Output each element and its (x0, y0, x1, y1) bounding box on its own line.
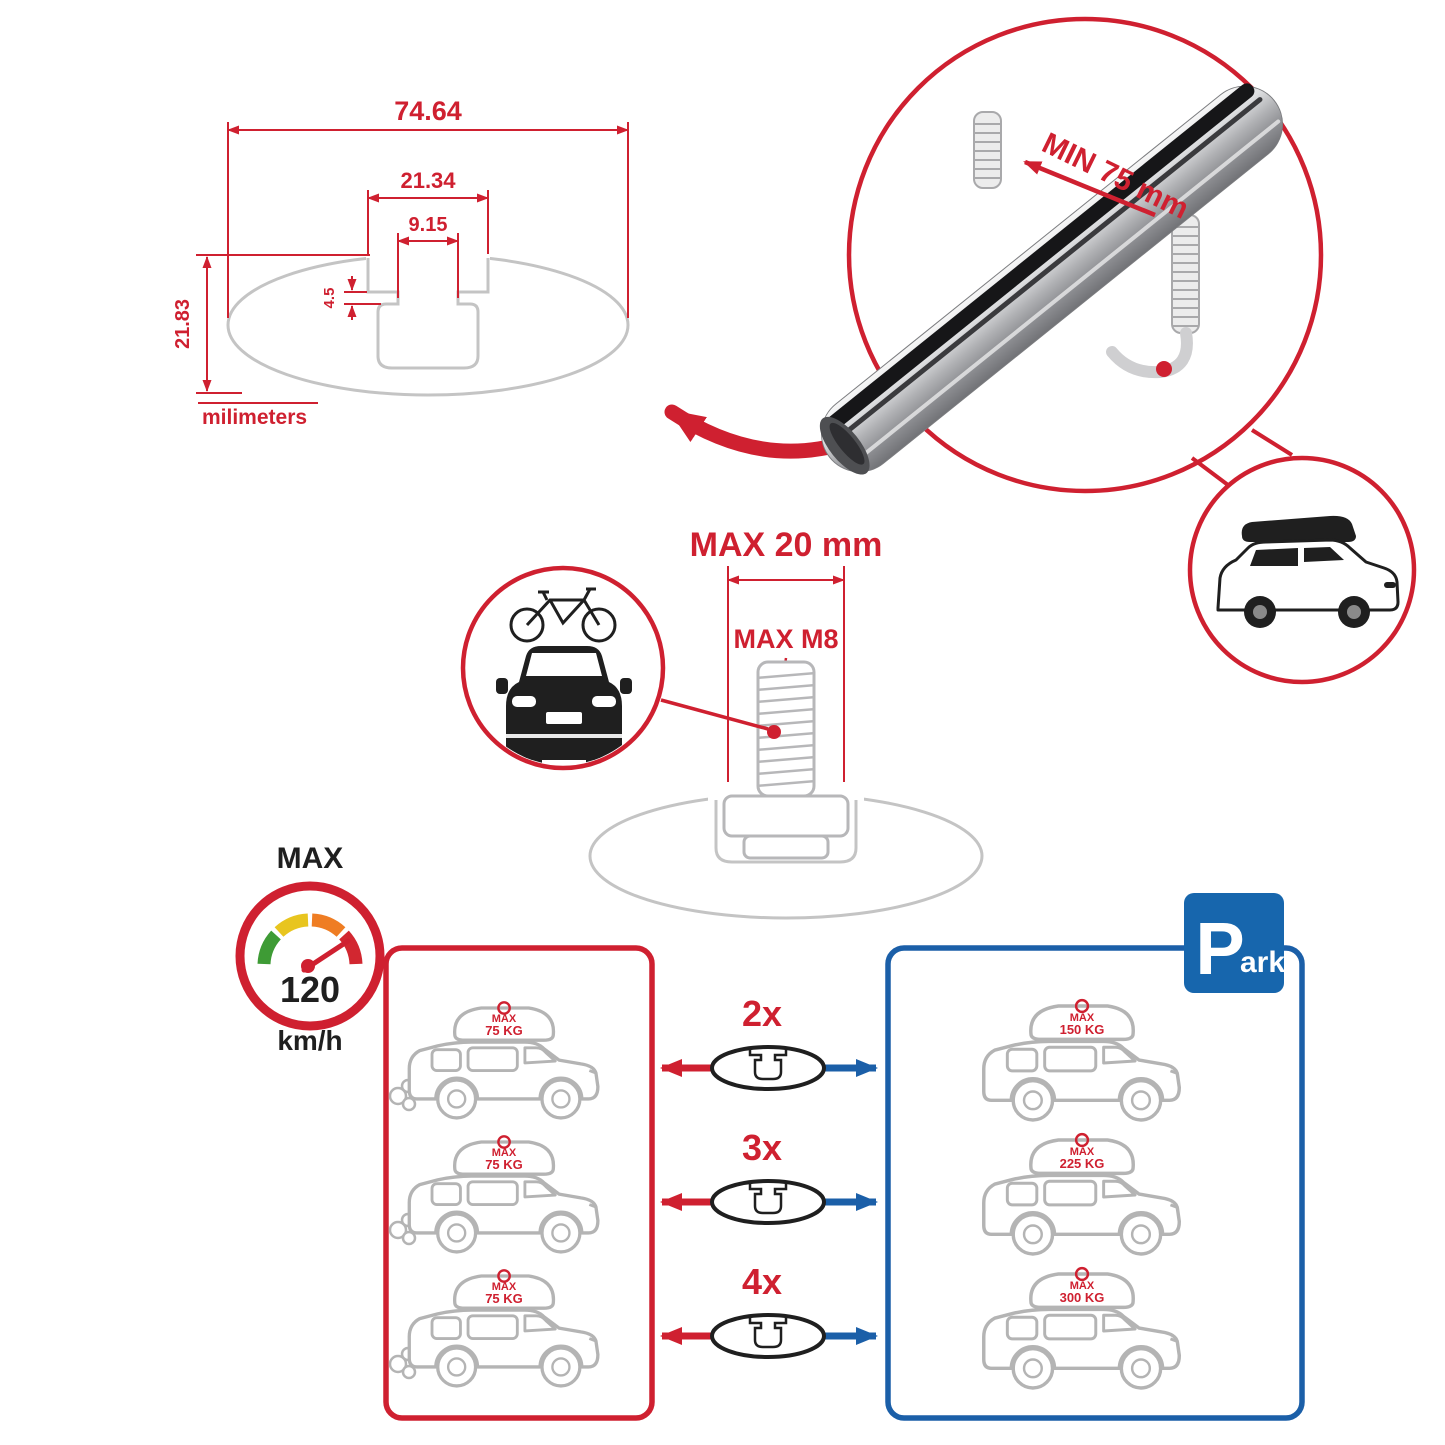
driving-car-row: MAX 75 KG (388, 1000, 600, 1120)
driving-car-row: MAX 75 KG (388, 1134, 600, 1254)
cargo-max-label: MAX (492, 1013, 517, 1025)
dim-slot-width: 9.15 (397, 214, 459, 298)
cargo-load-label: 150 KG (1060, 1022, 1105, 1037)
cargo-load-label: 300 KG (1060, 1290, 1105, 1305)
thread-point-dot (767, 725, 781, 739)
dimension-diagram: 74.64 21.34 9.15 4.5 21.83 mil (172, 96, 856, 459)
dim-channel-width: 21.34 (367, 168, 489, 254)
dim-channel-width-label: 21.34 (400, 168, 456, 193)
cargo-max-label: MAX (1070, 1280, 1095, 1292)
parking-car-row: MAX 300 KG (982, 1266, 1182, 1390)
crossbar-section-icon (710, 1179, 826, 1225)
bike-icon (509, 587, 617, 643)
dim-total-height: 21.83 (172, 254, 370, 394)
crossbar-callout: MIN 75 mm (819, 16, 1417, 685)
count-label: 2x (742, 993, 782, 1034)
min-clearance-arrow (1023, 159, 1156, 218)
crossbar-profile-drawing (226, 246, 630, 397)
dim-total-width-label: 74.64 (394, 96, 462, 126)
max-length-label: MAX 20 mm (690, 526, 883, 564)
park-sign: P ark (1184, 893, 1285, 993)
driving-car-row: MAX 75 KG (388, 1268, 600, 1388)
dim-step-depth: 4.5 (321, 276, 381, 320)
speed-max-label: MAX (277, 842, 344, 875)
cargo-max-label: MAX (492, 1147, 517, 1159)
cargo-max-label: MAX (1070, 1012, 1095, 1024)
speedometer-icon (257, 913, 363, 965)
count-row: 3x (660, 1127, 878, 1225)
cargo-load-label: 225 KG (1060, 1156, 1105, 1171)
count-row: 2x (660, 993, 878, 1091)
speed-value: 120 (280, 969, 340, 1010)
parking-car-row: MAX 150 KG (982, 998, 1182, 1122)
speedometer-pivot (301, 959, 315, 973)
cargo-max-label: MAX (1070, 1146, 1095, 1158)
driving-panel: MAX 75 KG MAX 75 KG MAX 75 KG (383, 945, 655, 1421)
cargo-load-label: 75 KG (485, 1291, 523, 1306)
speedometer-ring (235, 881, 385, 1031)
dim-step-depth-label: 4.5 (321, 288, 338, 309)
count-label: 3x (742, 1127, 782, 1168)
units-label: milimeters (202, 406, 307, 429)
profile-channel (714, 800, 858, 864)
count-row: 4x (660, 1261, 878, 1359)
count-label: 4x (742, 1261, 782, 1302)
callout-connector (1190, 428, 1294, 490)
parking-panel: MAX 150 KG MAX 225 KG MAX 300 KG P ark (885, 893, 1305, 1421)
dim-slot-width-label: 9.15 (409, 214, 448, 236)
crossbar-count-rows: 2x 3x 4x (660, 993, 878, 1359)
cargo-load-label: 75 KG (485, 1157, 523, 1172)
units-note: milimeters (198, 402, 318, 429)
park-sign-ark: ark (1240, 946, 1285, 979)
crossbar-section-icon (710, 1045, 826, 1091)
clamp-point-dot (1156, 361, 1172, 377)
dim-total-height-label: 21.83 (172, 299, 194, 349)
cargo-load-label: 75 KG (485, 1023, 523, 1038)
cargo-max-label: MAX (492, 1281, 517, 1293)
suv-roofbox-callout (1187, 455, 1417, 685)
bolt-drawing (722, 660, 850, 860)
dim-total-width: 74.64 (227, 96, 629, 318)
speedometer-badge: MAX 120 km/h (235, 842, 385, 1056)
car-front-bike-callout (460, 565, 666, 771)
speed-unit: km/h (277, 1025, 342, 1056)
park-sign-p: P (1195, 907, 1244, 990)
max-thread-label: MAX M8 (733, 624, 838, 654)
bolt-diagram: MAX 20 mm MAX M8 (460, 526, 984, 920)
parking-car-row: MAX 225 KG (982, 1132, 1182, 1256)
aluminum-crossbar (819, 83, 1283, 475)
u-bolt-icon (973, 111, 1200, 334)
bike-callout-connector (660, 698, 769, 731)
suv-roofbox-icon (1216, 515, 1400, 628)
crossbar-section-icon (710, 1313, 826, 1359)
